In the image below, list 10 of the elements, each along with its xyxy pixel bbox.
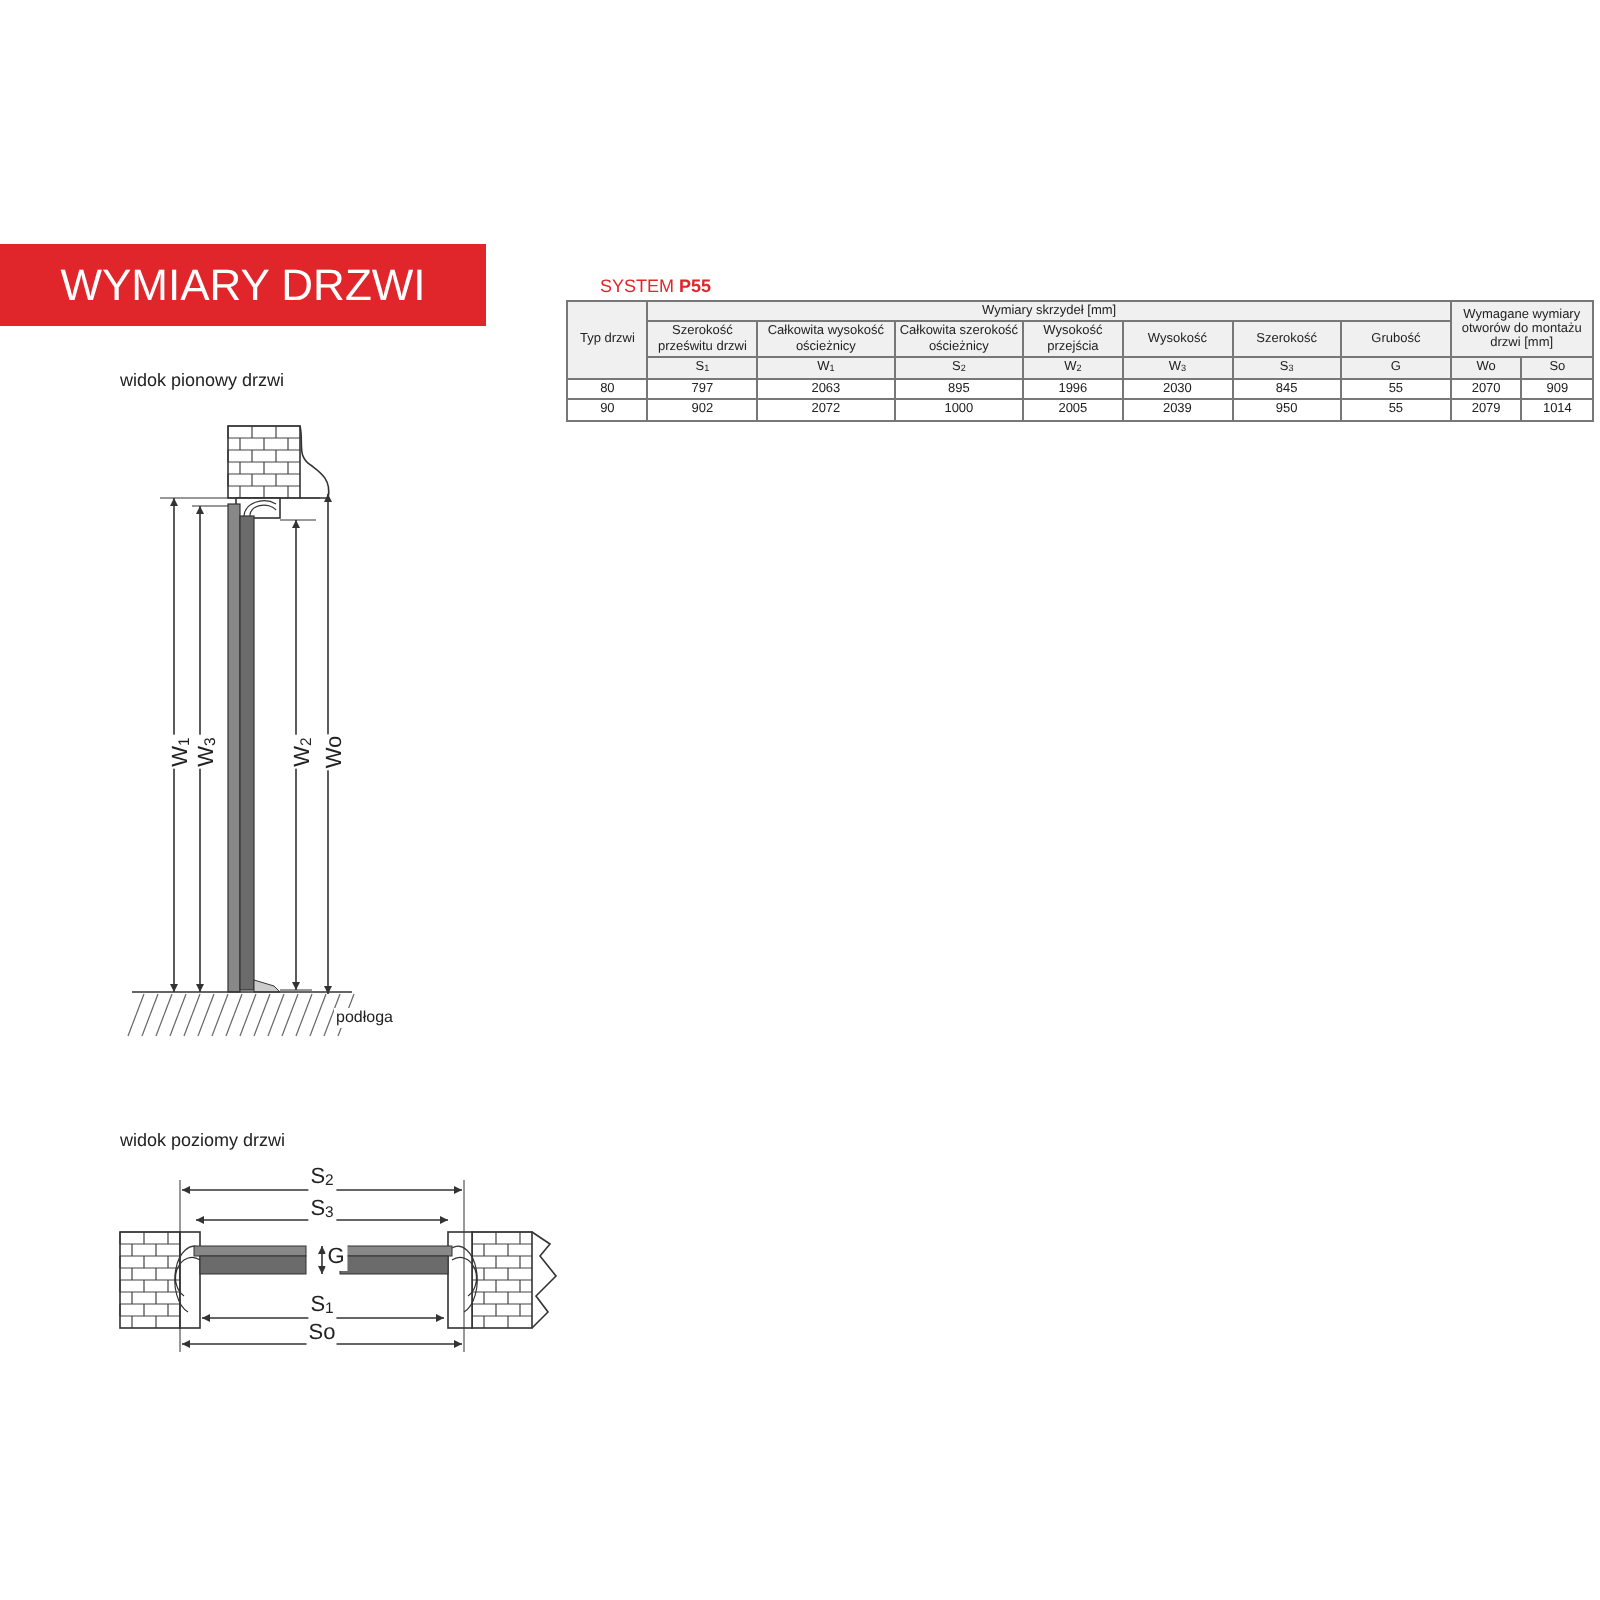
view-caption: widok poziomy drzwi — [120, 1132, 286, 1150]
view-caption: widok pionowy drzwi — [120, 372, 285, 390]
table-title: SYSTEM P55 — [600, 276, 712, 296]
dimension-label: S$_{1}$ — [308, 1293, 336, 1319]
dimension-label: G — [325, 1245, 347, 1271]
dimension-label: S$_{2}$ — [308, 1165, 336, 1191]
dimension-label: S$_{3}$ — [308, 1197, 336, 1223]
heading-banner: WYMIARY DRZWI — [0, 244, 486, 326]
floor-label: podłoga — [334, 1008, 395, 1028]
dimension-label: So — [306, 1321, 338, 1347]
